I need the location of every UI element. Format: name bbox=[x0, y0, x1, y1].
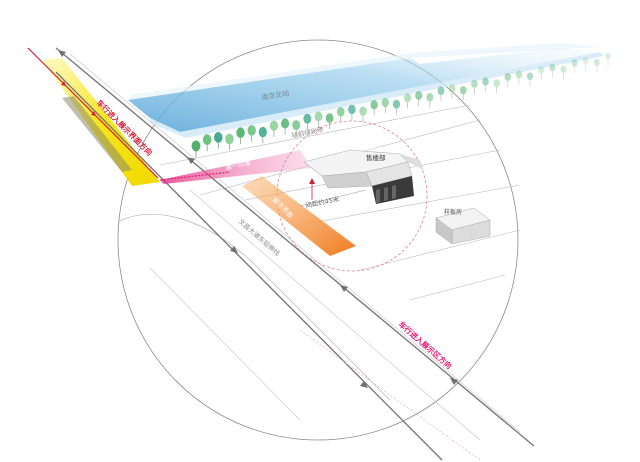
road-curve bbox=[117, 213, 391, 401]
red-arrows bbox=[61, 81, 96, 116]
tree-icon bbox=[594, 58, 600, 66]
tree-icon bbox=[247, 125, 256, 136]
tree-icon bbox=[303, 113, 312, 124]
greenbelt-lines bbox=[159, 104, 521, 301]
tree-icon bbox=[526, 72, 534, 81]
tree-icon bbox=[370, 100, 378, 110]
tree-icon bbox=[560, 65, 567, 74]
tree-icon bbox=[515, 70, 523, 79]
tree-icon bbox=[281, 118, 290, 129]
label-temp-building: 样板房 bbox=[444, 208, 462, 216]
tree-row bbox=[191, 52, 611, 158]
tree-icon bbox=[359, 106, 367, 116]
tree-icon bbox=[202, 134, 212, 146]
tree-icon bbox=[571, 59, 578, 67]
tree-icon bbox=[415, 91, 423, 100]
tree-icon bbox=[225, 133, 234, 145]
tree-icon bbox=[493, 79, 500, 88]
road-curve-2 bbox=[149, 267, 301, 421]
tree-icon bbox=[549, 63, 556, 72]
yellow-display-band bbox=[42, 58, 160, 186]
label-sales-office: 售楼部 bbox=[366, 153, 386, 162]
site-range-circle bbox=[117, 39, 519, 441]
tree-icon bbox=[392, 99, 401, 109]
label-cars-enter-showroom-right: 车行进入展示区方向 bbox=[397, 319, 455, 371]
temp-building bbox=[435, 207, 491, 245]
tree-icon bbox=[336, 106, 345, 117]
pink-dotted-line bbox=[299, 329, 481, 461]
tree-icon bbox=[213, 131, 223, 143]
road-arrows bbox=[58, 50, 458, 388]
tree-icon bbox=[292, 120, 301, 131]
tree-icon bbox=[426, 92, 434, 102]
tree-icon bbox=[269, 120, 279, 131]
label-wenchang-road: 文昌大道东延伸线 bbox=[237, 217, 283, 258]
label-distance: 间距约45米 bbox=[305, 194, 341, 210]
tree-icon bbox=[448, 84, 456, 93]
tree-icon bbox=[314, 111, 323, 122]
first-glimpse-sightline bbox=[159, 150, 312, 184]
tree-icon bbox=[258, 126, 267, 138]
sales-office-building bbox=[303, 149, 424, 204]
tree-icon bbox=[459, 86, 467, 95]
tree-icon bbox=[236, 127, 245, 138]
tree-icon bbox=[538, 66, 545, 74]
road-thin-lines bbox=[69, 53, 521, 441]
tree-icon bbox=[437, 86, 445, 96]
tree-icon bbox=[191, 140, 201, 152]
tree-icon bbox=[471, 79, 478, 89]
tree-icon bbox=[582, 57, 589, 65]
tree-icon bbox=[482, 77, 489, 86]
station-building bbox=[128, 43, 604, 138]
tree-icon bbox=[381, 97, 389, 108]
tree-icon bbox=[504, 72, 511, 81]
tree-icon bbox=[348, 104, 356, 115]
tree-icon bbox=[605, 52, 611, 60]
tree-icon bbox=[403, 93, 412, 103]
orange-display-band bbox=[242, 176, 356, 256]
tree-icon bbox=[325, 113, 334, 123]
distance-marker bbox=[299, 178, 367, 207]
